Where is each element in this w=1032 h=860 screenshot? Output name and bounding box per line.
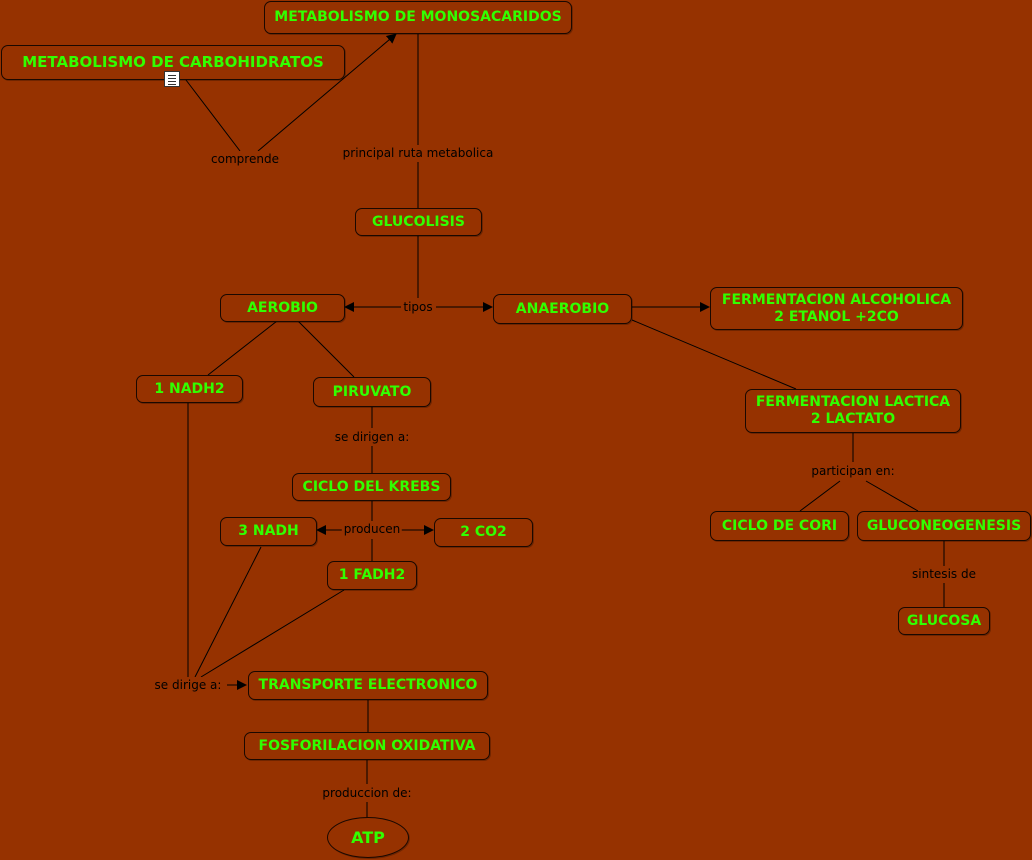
document-icon[interactable]	[164, 71, 180, 87]
concept-transporte-electronico[interactable]: TRANSPORTE ELECTRONICO	[248, 671, 488, 700]
link-tipos[interactable]: tipos	[401, 299, 435, 315]
link-sintesis-de[interactable]: sintesis de	[910, 566, 978, 582]
concept-glucosa[interactable]: GLUCOSA	[898, 607, 990, 635]
concept-piruvato[interactable]: PIRUVATO	[313, 377, 431, 407]
concept-ciclo-del-krebs[interactable]: CICLO DEL KREBS	[292, 473, 451, 501]
concept-2-co2[interactable]: 2 CO2	[434, 518, 533, 547]
link-comprende[interactable]: comprende	[209, 151, 281, 167]
concept-1-nadh2[interactable]: 1 NADH2	[136, 375, 243, 403]
concept-fermentacion-lactica[interactable]: FERMENTACION LACTICA 2 LACTATO	[745, 389, 961, 433]
link-se-dirigen-a[interactable]: se dirigen a:	[332, 429, 412, 445]
link-participan-en[interactable]: participan en:	[809, 463, 897, 479]
concept-3-nadh[interactable]: 3 NADH	[220, 517, 317, 546]
link-produccion-de[interactable]: produccion de:	[320, 785, 414, 801]
concept-anaerobio[interactable]: ANAEROBIO	[493, 294, 632, 324]
concept-fermentacion-alcoholica[interactable]: FERMENTACION ALCOHOLICA 2 ETANOL +2CO	[710, 287, 963, 330]
concept-fosforilacion-oxidativa[interactable]: FOSFORILACION OXIDATIVA	[244, 732, 490, 760]
link-producen[interactable]: producen	[341, 521, 403, 537]
concept-atp[interactable]: ATP	[327, 817, 409, 858]
concept-ciclo-de-cori[interactable]: CICLO DE CORI	[710, 511, 849, 541]
concept-gluconeogenesis[interactable]: GLUCONEOGENESIS	[857, 511, 1031, 541]
concept-glucolisis[interactable]: GLUCOLISIS	[355, 208, 482, 236]
concept-metabolismo-monosacaridos[interactable]: METABOLISMO DE MONOSACARIDOS	[264, 1, 572, 34]
link-principal-ruta-metabolica[interactable]: principal ruta metabolica	[340, 145, 496, 161]
concept-1-fadh2[interactable]: 1 FADH2	[327, 561, 417, 590]
concept-aerobio[interactable]: AEROBIO	[220, 294, 345, 322]
link-se-dirige-a[interactable]: se dirige a:	[152, 677, 224, 693]
